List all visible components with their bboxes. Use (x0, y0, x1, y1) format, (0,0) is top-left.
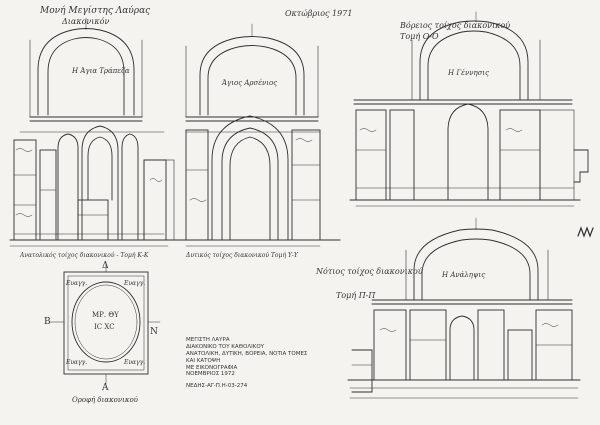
legend-line-1: ΜΕΓΙΣΤΗ ΛΑΥΡΑ (186, 337, 230, 343)
plan-corner-bl: Ευαγγ. (66, 359, 88, 366)
arch-label-yy: Άγιος Αρσένιος (222, 79, 278, 87)
legend-line-5: ΜΕ ΕΙΚΟΝΟΓΡΑΦΙΑ (186, 364, 238, 371)
plan-center-2: IC XC (94, 323, 115, 331)
date-note: Οκτώβριος 1971 (285, 9, 353, 18)
plan-label-d: Δ (102, 261, 109, 271)
section-yy-caption: Δυτικός τοίχος διακονικού Τομή Υ-Υ (186, 252, 298, 259)
plan-corner-br: Ευαγγ. (124, 359, 146, 366)
section-kk-drawing (9, 17, 169, 247)
section-yy-drawing (139, 23, 341, 247)
south-section-title: Νότιος τοίχος διακονικού (316, 267, 423, 276)
plan-corner-tl: Ευαγγ. (66, 280, 88, 287)
legend-line-7: ΝΕΔΗΣ-ΑΓ-Π.Η-03-274 (186, 383, 248, 390)
plan-label-b: B (44, 317, 51, 327)
legend-line-2: ΔΙΑΚΟΝΙΚΟ ΤΟΥ ΚΑΘΟΛΙΚΟΥ (186, 343, 265, 350)
arch-label-oo: Η Γέννησις (448, 69, 490, 77)
north-section-title: Βόρειος τοίχος διακονικού (400, 21, 511, 30)
arch-label-kk: Η Άγια Τράπεζα (72, 67, 130, 75)
section-pp-drawing (347, 217, 581, 399)
title-line-2: Διακονικόν (62, 17, 110, 26)
section-oo-drawing (349, 11, 589, 207)
legend-block: ΜΕΓΙΣΤΗ ΛΑΥΡΑ ΔΙΑΚΟΝΙΚΟ ΤΟΥ ΚΑΘΟΛΙΚΟΥ ΑΝ… (186, 337, 307, 390)
arch-label-pp: Η Ανάληψις (442, 271, 486, 279)
plan-caption: Οροφή διακονικού (72, 396, 138, 404)
section-oo-label: Τομή Ο-Ο (400, 32, 439, 41)
section-pp-label: Τομή Π-Π (336, 291, 376, 300)
title-line-1: Μονή Μεγίστης Λαύρας (40, 6, 151, 16)
plan-center-1: ΜΡ. ΘΥ (92, 311, 119, 319)
roof-plan-drawing (49, 261, 161, 385)
plan-label-a: A (102, 383, 109, 393)
section-kk-caption: Ανατολικός τοίχος διακονικού - Τομή Κ-Κ (20, 252, 149, 259)
legend-line-4: ΚΑΙ ΚΑΤΟΨΗ (186, 357, 221, 364)
signature-mark (577, 226, 594, 238)
plan-label-n: N (150, 327, 158, 337)
legend-line-3: ΑΝΑΤΟΛΙΚΗ, ΔΥΤΙΚΗ, ΒΟΡΕΙΑ, ΝΟΤΙΑ ΤΟΜΕΣ (186, 350, 308, 357)
legend-line-6: ΝΟΕΜΒΡΙΟΣ 1972 (186, 371, 235, 378)
plan-corner-tr: Ευαγγ. (124, 280, 146, 287)
